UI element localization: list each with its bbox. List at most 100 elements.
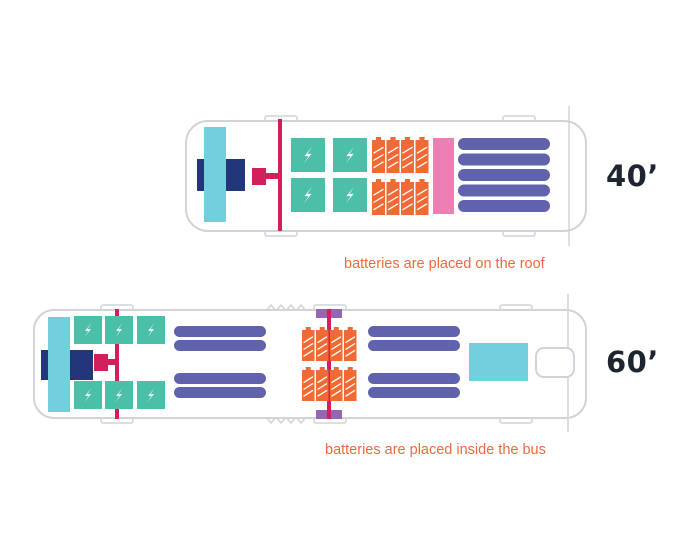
lightning-bolt-icon — [345, 146, 355, 164]
cell-stripe — [331, 382, 342, 391]
cell-stripe — [416, 203, 428, 211]
cell-stripe — [331, 389, 342, 397]
battery-cell — [415, 179, 429, 215]
interior-bar — [174, 340, 266, 351]
cell-stripe — [387, 203, 399, 211]
lightning-bolt-icon — [147, 323, 155, 337]
lightning-bolt-icon — [303, 146, 313, 164]
bus-40-power-unit — [433, 138, 454, 214]
bus-60-rear-unit — [469, 343, 528, 381]
roof-bar — [458, 138, 550, 150]
battery-module — [74, 316, 102, 344]
bus-60-rear-bars — [368, 326, 460, 398]
lightning-bolt-icon — [84, 323, 92, 337]
cell-stripe — [416, 195, 428, 204]
cell-stripe — [303, 336, 314, 344]
cell-stripe — [345, 382, 356, 391]
interior-bar — [174, 387, 266, 398]
bus-60-axle — [115, 309, 119, 419]
cell-stripe — [317, 336, 328, 344]
bus-40-battery-cells — [372, 137, 429, 215]
cell-stripe — [303, 389, 314, 397]
cell-stripe — [416, 188, 428, 196]
roof-bar — [458, 184, 550, 197]
lightning-bolt-icon — [115, 323, 123, 337]
cell-stripe — [331, 342, 342, 351]
battery-cell — [401, 137, 414, 173]
cell-stripe — [373, 203, 384, 211]
interior-bar — [368, 326, 460, 337]
battery-cell — [386, 179, 400, 215]
bus-40-connector-link — [264, 173, 278, 179]
battery-module — [137, 381, 165, 409]
bus-60-cooling-unit — [48, 317, 70, 412]
cell-stripe — [317, 349, 328, 357]
interior-bar — [368, 340, 460, 351]
cell-stripe — [345, 389, 356, 397]
bus-60-battery-modules — [74, 316, 165, 409]
battery-cell — [386, 137, 400, 173]
cell-stripe — [331, 349, 342, 357]
bus-40-axle — [278, 119, 282, 231]
battery-cell — [372, 137, 385, 173]
cell-stripe — [345, 349, 356, 357]
battery-cell — [344, 367, 357, 401]
battery-module — [291, 138, 325, 172]
bus-40-cooling-unit — [204, 127, 226, 222]
battery-cell — [415, 137, 429, 173]
cell-stripe — [317, 376, 328, 384]
cell-stripe — [303, 342, 314, 351]
cell-stripe — [402, 153, 413, 162]
lightning-bolt-icon — [84, 388, 92, 402]
cell-stripe — [317, 342, 328, 351]
cell-stripe — [345, 376, 356, 384]
bus-60-connector — [94, 354, 108, 371]
bus-60-rear-compartment — [535, 347, 575, 378]
bus-60-battery-cells — [302, 327, 357, 401]
battery-module — [291, 178, 325, 212]
cell-stripe — [387, 161, 399, 169]
cell-stripe — [402, 146, 413, 154]
battery-cell — [302, 327, 315, 361]
cell-stripe — [402, 161, 413, 169]
battery-module — [333, 178, 367, 212]
cell-stripe — [303, 349, 314, 357]
battery-cell — [372, 179, 385, 215]
lightning-bolt-icon — [115, 388, 123, 402]
battery-cell — [344, 327, 357, 361]
cell-stripe — [416, 146, 428, 154]
lightning-bolt-icon — [147, 388, 155, 402]
battery-module — [105, 381, 133, 409]
bus-40-size-label: 40’ — [606, 159, 659, 193]
bus-40-connector — [252, 168, 266, 185]
cell-stripe — [373, 161, 384, 169]
cell-stripe — [402, 188, 413, 196]
cell-stripe — [373, 195, 384, 204]
cell-stripe — [387, 153, 399, 162]
bus-60-size-label: 60’ — [606, 345, 659, 379]
battery-module — [74, 381, 102, 409]
cell-stripe — [402, 203, 413, 211]
cell-stripe — [373, 146, 384, 154]
battery-cell — [316, 367, 329, 401]
cell-stripe — [373, 153, 384, 162]
lightning-bolt-icon — [345, 186, 355, 204]
cell-stripe — [373, 188, 384, 196]
cell-stripe — [387, 188, 399, 196]
battery-cell — [316, 327, 329, 361]
cell-stripe — [387, 146, 399, 154]
cell-stripe — [345, 342, 356, 351]
roof-bar — [458, 200, 550, 212]
bus-40-caption: batteries are placed on the roof — [344, 256, 545, 272]
cell-stripe — [387, 195, 399, 204]
cell-stripe — [345, 336, 356, 344]
battery-module — [333, 138, 367, 172]
battery-cell — [330, 367, 343, 401]
battery-cell — [330, 327, 343, 361]
cell-stripe — [317, 389, 328, 397]
battery-module — [105, 316, 133, 344]
bus-40-roof-bars — [458, 138, 550, 212]
cell-stripe — [416, 161, 428, 169]
cell-stripe — [331, 336, 342, 344]
